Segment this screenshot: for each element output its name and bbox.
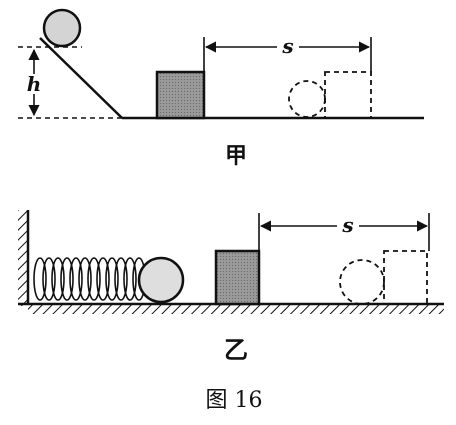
diagram-top: h s 甲 (18, 8, 424, 169)
ball-final-top (288, 80, 326, 118)
sub-label-jia: 甲 (225, 144, 247, 169)
height-label: h (27, 72, 42, 96)
ball-on-ramp (42, 8, 82, 48)
block-final-bottom (383, 250, 428, 305)
figure-caption: 图 16 (206, 388, 263, 413)
wall-hatch (18, 210, 28, 306)
sub-label-yi: 乙 (224, 336, 248, 364)
distance-label-top: s (281, 34, 293, 58)
ball-bottom (137, 256, 185, 304)
block-final-top (324, 71, 372, 119)
diagram-bottom: s 乙 (18, 210, 444, 364)
spring (33, 257, 146, 301)
floor-hatch (28, 304, 444, 314)
block-bottom (214, 249, 261, 306)
ball-final-bottom (339, 259, 385, 305)
block-top (155, 70, 206, 120)
ramp-slope (39, 37, 123, 119)
distance-label-bottom: s (341, 213, 353, 237)
